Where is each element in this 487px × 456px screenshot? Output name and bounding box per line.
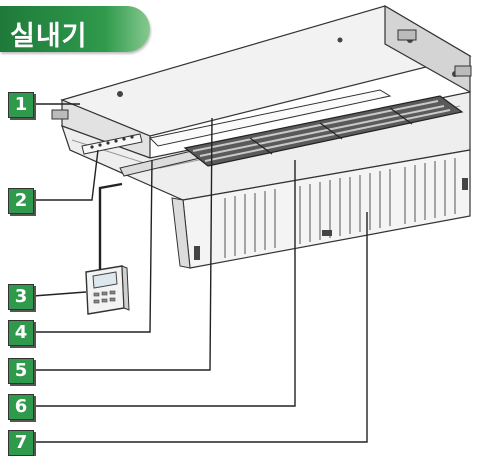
remote-controller xyxy=(85,265,130,315)
callout-2: 2 xyxy=(8,188,34,214)
page-title: 실내기 xyxy=(10,21,88,52)
hanging-brackets xyxy=(51,29,472,120)
display-receiver xyxy=(81,133,143,155)
air-filter xyxy=(183,95,464,167)
grille-side xyxy=(171,197,191,269)
box-side xyxy=(384,4,471,94)
callout-6: 6 xyxy=(8,394,34,420)
callout-4: 4 xyxy=(8,320,34,346)
callout-5: 5 xyxy=(8,358,34,384)
grille-slats xyxy=(224,158,456,258)
leader-lines xyxy=(32,103,368,443)
grille-latches xyxy=(194,178,468,260)
cable xyxy=(98,182,123,270)
air-outlet xyxy=(148,89,392,147)
callout-7: 7 xyxy=(8,430,34,456)
callout-3: 3 xyxy=(8,284,34,310)
title-banner: 실내기 xyxy=(0,6,150,52)
callout-1: 1 xyxy=(8,92,34,118)
